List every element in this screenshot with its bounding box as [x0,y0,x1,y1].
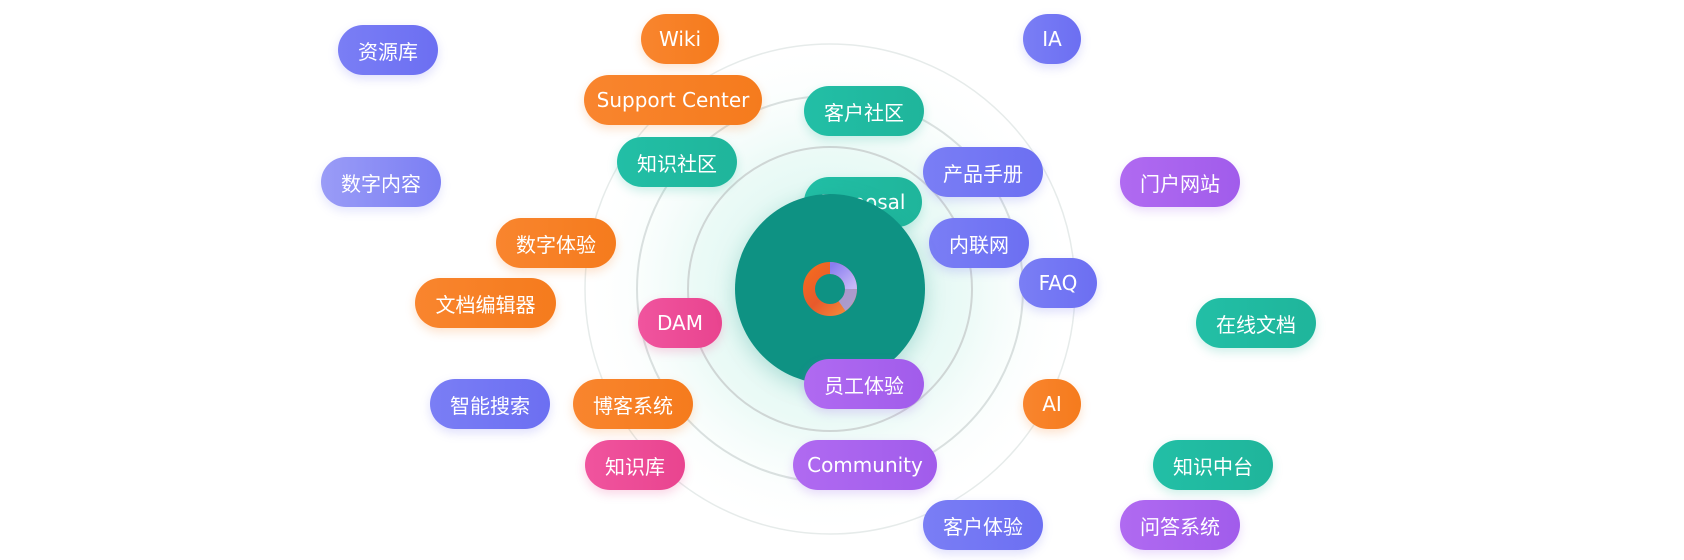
tag-kehu-shequ[interactable]: 客户社区 [804,86,924,136]
tag-ia[interactable]: IA [1023,14,1081,64]
tag-zhishi-zhongtai[interactable]: 知识中台 [1153,440,1273,490]
tag-zhishi-shequ[interactable]: 知识社区 [617,137,737,187]
tag-zhineng-sousuo[interactable]: 智能搜索 [430,379,550,429]
ring-logo-icon [803,262,857,316]
tag-kehu-tiyan[interactable]: 客户体验 [923,500,1043,550]
tag-chanpin-shouce[interactable]: 产品手册 [923,147,1043,197]
tag-shuzi-neirong[interactable]: 数字内容 [321,157,441,207]
central-hub [735,194,925,384]
tag-zaixian-wendang[interactable]: 在线文档 [1196,298,1316,348]
tag-boke-xitong[interactable]: 博客系统 [573,379,693,429]
tag-ziyuanku[interactable]: 资源库 [338,25,438,75]
tag-support-center[interactable]: Support Center [584,75,762,125]
tag-community[interactable]: Community [793,440,937,490]
tag-menhu-wangzhan[interactable]: 门户网站 [1120,157,1240,207]
tag-zhishiku[interactable]: 知识库 [585,440,685,490]
tag-wendang-bianjiqi[interactable]: 文档编辑器 [415,278,556,328]
tag-shuzi-tiyan[interactable]: 数字体验 [496,218,616,268]
tag-dam[interactable]: DAM [638,298,722,348]
tag-yuangong-tiyan[interactable]: 员工体验 [804,359,924,409]
inner-ring [687,146,973,432]
tag-wenda-xitong[interactable]: 问答系统 [1120,500,1240,550]
tag-faq[interactable]: FAQ [1019,258,1097,308]
tag-neilianwang[interactable]: 内联网 [929,218,1029,268]
tag-ai[interactable]: AI [1023,379,1081,429]
tag-wiki[interactable]: Wiki [641,14,719,64]
